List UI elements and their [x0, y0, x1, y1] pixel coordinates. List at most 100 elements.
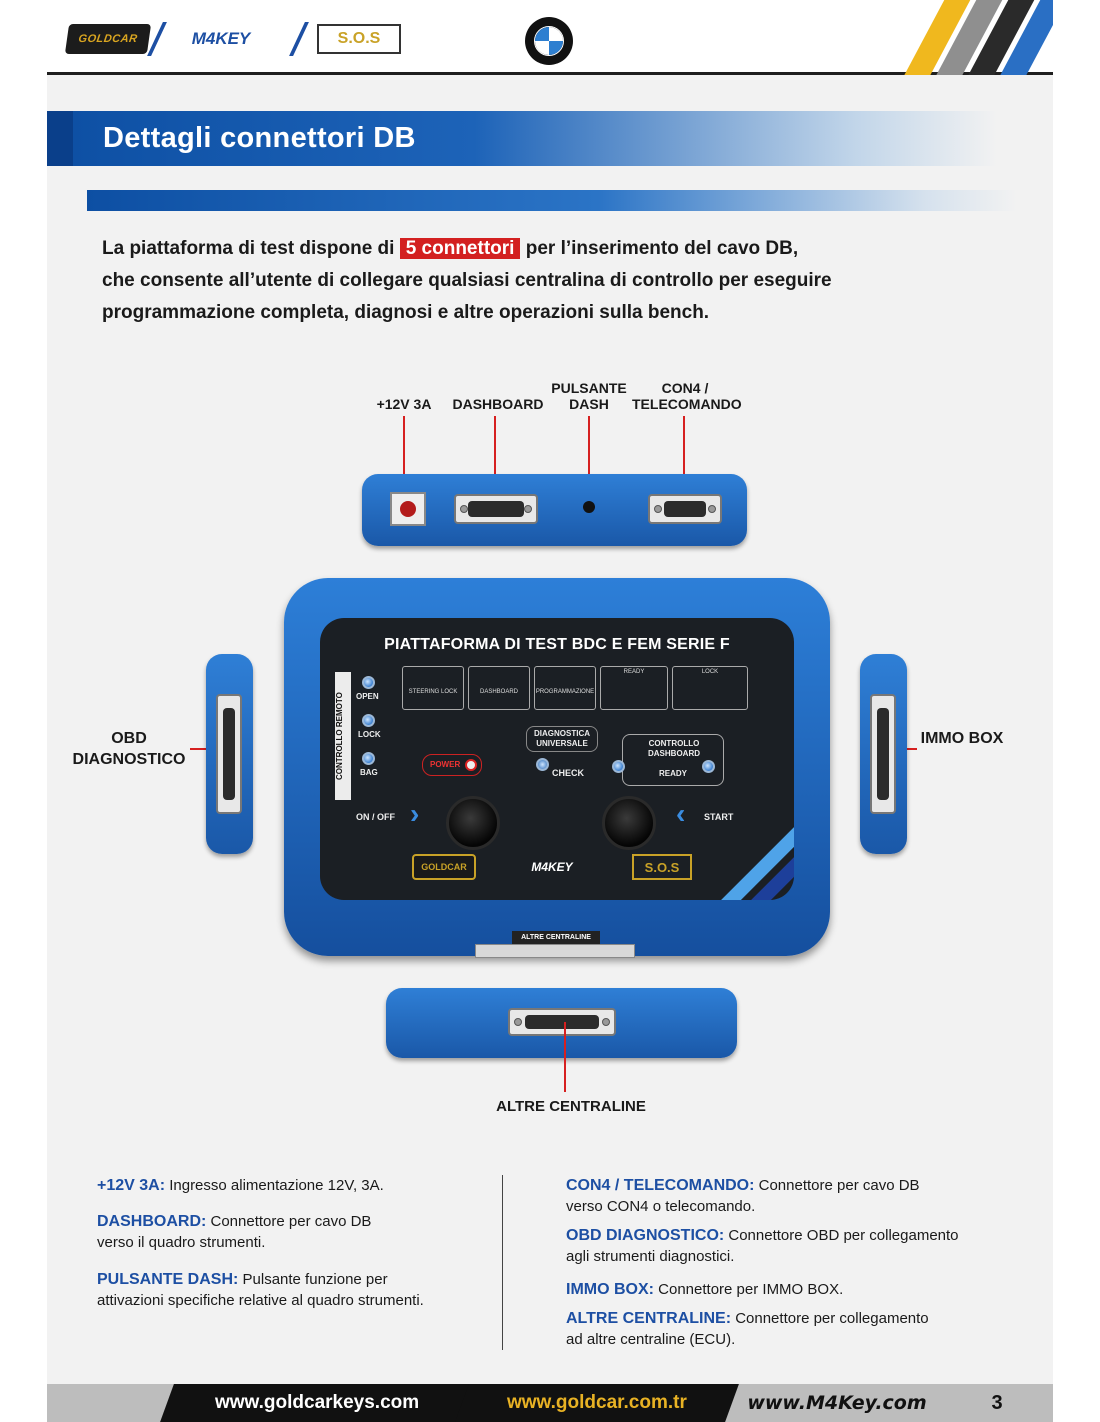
- legend-item: PULSANTE DASH: Pulsante funzione per att…: [97, 1269, 487, 1311]
- callout-immo: IMMO BOX: [920, 730, 1004, 747]
- panel-label: PROGRAMMAZIONE: [535, 689, 595, 695]
- legend-term: ALTRE CENTRALINE:: [566, 1310, 732, 1327]
- con4-db-connector[interactable]: [648, 494, 722, 524]
- legend-item: IMMO BOX: Connettore per IMMO BOX.: [566, 1279, 1006, 1300]
- test-platform-device: PIATTAFORMA DI TEST BDC E FEM SERIE F CO…: [284, 578, 830, 956]
- legend-desc: Connettore per IMMO BOX.: [654, 1281, 844, 1298]
- device-bottom-port: [475, 944, 635, 958]
- remote-control-label: CONTROLLO REMOTO: [335, 672, 351, 800]
- callout-line-power: [403, 416, 405, 498]
- power-led: [465, 759, 477, 771]
- power-button[interactable]: POWER: [422, 754, 482, 776]
- callout-line: TELECOMANDO: [632, 396, 742, 412]
- dashboard-control-label: CONTROLLO DASHBOARD: [648, 739, 700, 758]
- footer-link-goldcarkeys[interactable]: www.goldcarkeys.com: [160, 1384, 474, 1422]
- title-underline: [87, 190, 1017, 211]
- legend-item: DASHBOARD: Connettore per cavo DB verso …: [97, 1211, 477, 1253]
- open-led: [362, 676, 375, 689]
- goldcar-badge: GOLDCAR: [412, 854, 476, 880]
- lock-label: LOCK: [358, 730, 381, 739]
- title-accent: [47, 111, 73, 166]
- immo-db-connector[interactable]: [870, 694, 896, 814]
- steering-lock-panel: STEERING LOCK: [402, 666, 464, 710]
- footer-link-goldcar[interactable]: www.goldcar.com.tr: [455, 1384, 739, 1422]
- legend-desc: Connettore per cavo DB: [206, 1213, 372, 1230]
- footer: www.goldcarkeys.com www.goldcar.com.tr w…: [47, 1384, 1053, 1422]
- legend-term: IMMO BOX:: [566, 1281, 654, 1298]
- intro-line: programmazione completa, diagnosi e altr…: [102, 302, 710, 323]
- intro-text: La piattaforma di test dispone di: [102, 238, 395, 259]
- bottom-connector-module: [386, 988, 737, 1058]
- callout-line: PULSANTE: [551, 380, 627, 396]
- divider-slash: [289, 22, 309, 56]
- lock-led: [362, 714, 375, 727]
- start-label: START: [704, 812, 734, 822]
- diagnostica-label: DIAGNOSTICA UNIVERSALE: [526, 726, 598, 752]
- page: GOLDCAR M4KEY S.O.S Dettagli connettori …: [47, 0, 1053, 1422]
- callout-pulsante-dash: PULSANTE DASH: [547, 380, 631, 412]
- open-label: OPEN: [356, 692, 379, 701]
- dashboard-left-led: [612, 760, 625, 773]
- title-band: [47, 111, 997, 166]
- footer-link-m4key[interactable]: www.M4Key.com: [747, 1392, 927, 1414]
- on-off-label: ON / OFF: [356, 812, 395, 822]
- legend-desc: verso il quadro strumenti.: [97, 1234, 266, 1251]
- start-knob[interactable]: [602, 796, 656, 850]
- callout-line-pulsante: [588, 416, 590, 488]
- ready-label: READY: [659, 769, 688, 778]
- header-stripes: [883, 0, 1053, 75]
- legend-term: DASHBOARD:: [97, 1213, 207, 1230]
- intro-line: che consente all’utente di collegare qua…: [102, 270, 832, 291]
- legend-term: OBD DIAGNOSTICO:: [566, 1227, 725, 1244]
- legend-divider: [502, 1175, 503, 1350]
- page-title: Dettagli connettori DB: [103, 122, 416, 154]
- legend-term: CON4 / TELECOMANDO:: [566, 1177, 755, 1194]
- bag-label: BAG: [360, 768, 378, 777]
- dash-push-button[interactable]: [583, 501, 595, 513]
- dashboard-db-connector[interactable]: [454, 494, 538, 524]
- legend-desc: agli strumenti diagnostici.: [566, 1248, 735, 1265]
- check-label: CHECK: [552, 768, 585, 778]
- obd-db-connector[interactable]: [216, 694, 242, 814]
- legend-desc: Connettore per collegamento: [731, 1310, 929, 1327]
- callout-line-altre: [564, 1022, 566, 1092]
- on-off-knob[interactable]: [446, 796, 500, 850]
- callout-con4: CON4 / TELECOMANDO: [632, 380, 742, 412]
- altre-centraline-db-connector[interactable]: [508, 1008, 616, 1036]
- legend-desc: verso CON4 o telecomando.: [566, 1198, 756, 1215]
- m4key-logo: M4KEY: [191, 29, 251, 48]
- legend-desc: Connettore OBD per collegamento: [724, 1227, 959, 1244]
- legend-item: OBD DIAGNOSTICO: Connettore OBD per coll…: [566, 1225, 1006, 1267]
- intro-text: per l’inserimento del cavo DB,: [525, 238, 799, 259]
- callout-obd: OBD DIAGNOSTICO: [69, 728, 189, 770]
- callout-line: OBD: [111, 730, 147, 747]
- chevron-left-icon: ‹: [676, 798, 686, 829]
- callout-line-dashboard: [494, 416, 496, 498]
- dashboard-right-led: [702, 760, 715, 773]
- lock-panel: LOCK: [672, 666, 748, 710]
- bag-led: [362, 752, 375, 765]
- check-led: [536, 758, 549, 771]
- right-connector-module: [860, 654, 907, 854]
- callout-line: DIAGNOSTICO: [72, 751, 186, 768]
- callout-dashboard: DASHBOARD: [452, 396, 544, 412]
- callout-power: +12V 3A: [376, 396, 432, 412]
- panel-label: LOCK: [701, 669, 719, 675]
- device-title: PIATTAFORMA DI TEST BDC E FEM SERIE F: [384, 636, 730, 653]
- legend-item: +12V 3A: Ingresso alimentazione 12V, 3A.: [97, 1175, 477, 1196]
- footer-link-text: www.goldcar.com.tr: [507, 1392, 687, 1413]
- dashboard-control-box: CONTROLLO DASHBOARD READY: [622, 734, 724, 786]
- left-connector-module: [206, 654, 253, 854]
- m4key-badge: M4KEY: [531, 860, 573, 874]
- power-jack[interactable]: [390, 492, 426, 526]
- bmw-logo-icon: [525, 17, 573, 65]
- panel-label: READY: [623, 669, 645, 675]
- dashboard-panel: DASHBOARD: [468, 666, 530, 710]
- sos-badge: S.O.S: [632, 854, 692, 880]
- legend-term: +12V 3A:: [97, 1177, 166, 1194]
- programmazione-panel: PROGRAMMAZIONE: [534, 666, 596, 710]
- power-label: POWER: [430, 760, 461, 769]
- legend-item: ALTRE CENTRALINE: Connettore per collega…: [566, 1308, 1006, 1350]
- sos-logo: S.O.S: [317, 24, 401, 54]
- device-face: PIATTAFORMA DI TEST BDC E FEM SERIE F CO…: [320, 618, 794, 900]
